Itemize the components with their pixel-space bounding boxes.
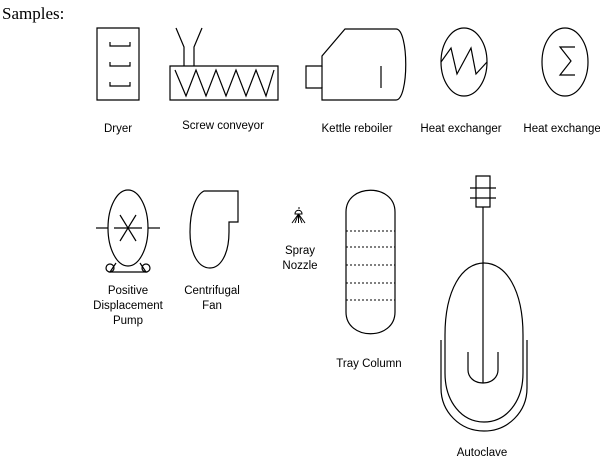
positive-displacement-pump-symbol <box>96 190 160 272</box>
dryer-symbol <box>97 28 139 100</box>
centrifugal-fan-symbol <box>190 191 238 268</box>
heat-exchanger-sigma-label: Heat exchanger <box>523 123 600 135</box>
spray-nozzle-symbol <box>292 207 305 223</box>
pump-label-line-2: Displacement <box>93 300 163 312</box>
autoclave-label: Autoclave <box>456 447 508 459</box>
kettle-reboiler-symbol <box>306 29 406 100</box>
heat-exchanger-zigzag-symbol <box>441 28 487 96</box>
positive-displacement-pump-label: Positive Displacement Pump <box>93 284 163 329</box>
centrifugal-fan-label: Centrifugal Fan <box>184 284 240 314</box>
kettle-reboiler-label: Kettle reboiler <box>321 123 393 135</box>
page-heading: Samples: <box>2 4 65 23</box>
autoclave-symbol <box>441 176 527 431</box>
heat-exchanger-sigma-symbol <box>542 28 588 96</box>
fan-label-line-2: Fan <box>202 300 222 312</box>
pump-label-line-3: Pump <box>112 315 144 327</box>
nozzle-label-line-2: Nozzle <box>282 260 318 272</box>
pump-label-line-1: Positive <box>107 285 149 297</box>
heat-exchanger-zigzag-label: Heat exchanger <box>420 123 502 135</box>
nozzle-label-line-1: Spray <box>284 245 316 257</box>
fan-label-line-1: Centrifugal <box>184 285 240 297</box>
tray-column-symbol <box>346 190 395 334</box>
screw-conveyor-symbol <box>170 28 278 100</box>
tray-column-label: Tray Column <box>336 358 402 370</box>
spray-nozzle-label: Spray Nozzle <box>282 244 317 274</box>
dryer-label: Dryer <box>103 123 133 135</box>
screw-conveyor-label: Screw conveyor <box>182 120 264 132</box>
